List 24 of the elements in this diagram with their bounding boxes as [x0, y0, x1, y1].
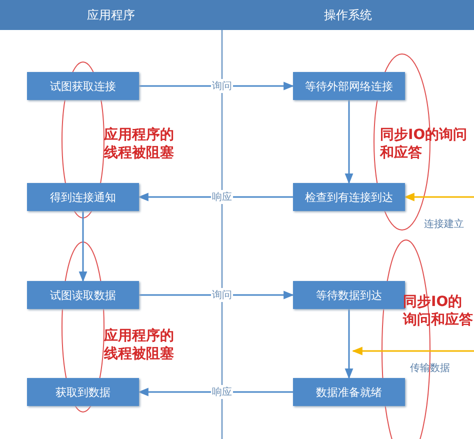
edge-label: 连接建立 — [423, 217, 465, 231]
process-box: 得到连接通知 — [27, 183, 139, 211]
arrow — [138, 388, 293, 396]
process-box: 检查到有连接到达 — [293, 183, 405, 211]
arrow — [139, 290, 294, 300]
edge-label: 响应 — [211, 385, 233, 399]
process-box: 等待外部网络连接 — [293, 72, 405, 100]
lane-header: 应用程序 — [0, 0, 222, 30]
process-box: 数据准备就绪 — [293, 378, 405, 406]
edge-label: 询问 — [211, 288, 233, 302]
process-box: 试图读取数据 — [27, 281, 139, 309]
process-box: 获取到数据 — [27, 378, 139, 406]
process-box: 试图获取连接 — [27, 72, 139, 100]
arrow — [138, 192, 293, 202]
arrow — [344, 309, 354, 380]
edge-label: 响应 — [211, 190, 233, 204]
lane-header: 操作系统 — [222, 0, 474, 30]
arrow — [78, 211, 88, 282]
arrow — [139, 82, 294, 90]
annotation-text: 应用程序的线程被阻塞 — [104, 327, 175, 364]
edge-label: 询问 — [211, 79, 233, 93]
arrow — [404, 192, 474, 202]
process-box: 等待数据到达 — [293, 281, 405, 309]
arrow — [344, 100, 354, 184]
